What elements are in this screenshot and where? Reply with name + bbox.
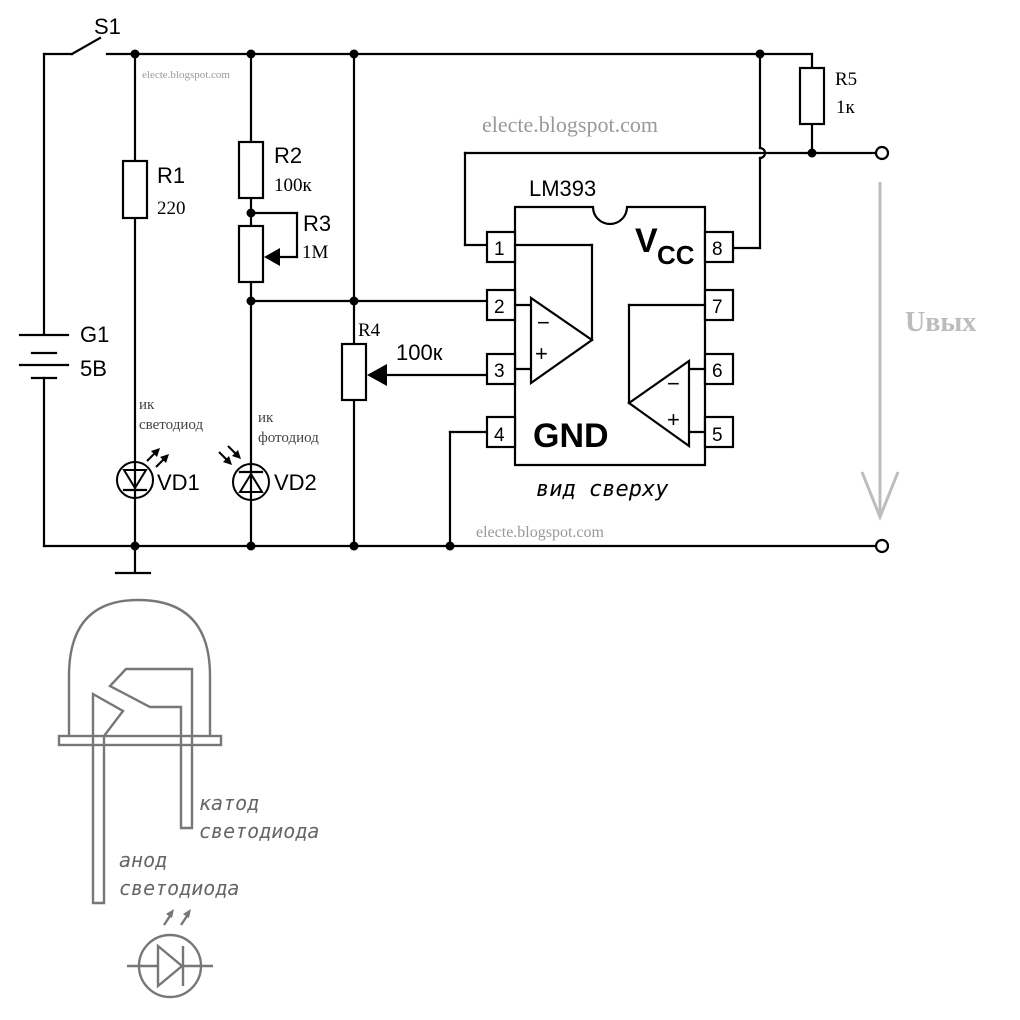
watermark-bottom: electe.blogspot.com (476, 524, 605, 541)
r5-value: 1к (836, 97, 856, 118)
r3-name: R3 (303, 211, 331, 236)
r2-value: 100к (274, 175, 313, 196)
vcc-label-sub: CC (657, 240, 695, 270)
vd2-incoming-arrows-icon (218, 445, 241, 465)
battery-name: G1 (80, 322, 109, 347)
r1-name: R1 (157, 163, 185, 188)
switch-label: S1 (94, 14, 121, 39)
pin-1-label: 1 (494, 239, 505, 260)
chip-view-caption: вид сверху (536, 477, 669, 502)
output-voltage-label: Uвых (905, 307, 976, 338)
junction-dots (130, 49, 817, 551)
comparator-b (627, 358, 691, 449)
switch-s1: S1 (70, 14, 121, 56)
watermark-center: electe.blogspot.com (482, 112, 658, 137)
resistor-r2: R2 100к (237, 140, 313, 200)
diode-vd1: VD1 ик светодиод (116, 397, 203, 500)
wires (42, 52, 878, 575)
cathode-label-line1: катод (199, 791, 259, 815)
pin-3-label: 3 (494, 361, 505, 382)
pin-4-label: 4 (494, 425, 505, 446)
vd1-desc-line1: ик (139, 397, 155, 413)
output-terminals (874, 145, 890, 554)
comparator-b-minus: − (667, 371, 680, 396)
trimmer-r3: R3 1М (237, 211, 331, 284)
battery-value: 5В (80, 356, 107, 381)
comparator-b-plus: + (667, 407, 680, 432)
vd1-name: VD1 (157, 470, 200, 495)
pin-8-label: 8 (712, 239, 723, 260)
output-voltage-indicator: Uвых (860, 182, 976, 522)
r3-value: 1М (302, 242, 329, 263)
potentiometer-r4: R4 100к (340, 320, 443, 402)
resistor-r5: R5 1к (798, 66, 857, 126)
pin-2-label: 2 (494, 297, 505, 318)
cathode-label-line2: светодиода (199, 819, 319, 843)
vd1-desc-line2: светодиод (139, 417, 203, 433)
r1-value: 220 (157, 198, 186, 219)
led-detail-illustration: катод светодиода анод светодиода (57, 598, 319, 999)
anode-label-line1: анод (119, 848, 167, 872)
r4-name: R4 (358, 320, 381, 341)
vd2-desc-line2: фотодиод (258, 430, 319, 446)
chip-lm393: 1 2 3 4 5 6 7 8 − + − + LM393 V CC GND в… (485, 176, 735, 502)
watermark-top-left: electe.blogspot.com (142, 69, 230, 81)
r2-name: R2 (274, 143, 302, 168)
pin-7-label: 7 (712, 297, 723, 318)
gnd-label: GND (533, 417, 609, 455)
vd2-name: VD2 (274, 470, 317, 495)
vcc-label-main: V (635, 222, 658, 260)
battery-g1: G1 5В (18, 322, 109, 381)
pin-6-label: 6 (712, 361, 723, 382)
pin-5-label: 5 (712, 425, 723, 446)
r4-value: 100к (396, 340, 443, 365)
vd1-emission-arrows-icon (146, 448, 169, 468)
comparator-a-plus: + (535, 341, 548, 366)
vd2-desc-line1: ик (258, 410, 274, 426)
chip-name: LM393 (529, 176, 596, 201)
comparator-a (529, 295, 594, 386)
anode-label-line2: светодиода (119, 876, 239, 900)
r4-wiper-arrow-icon (367, 364, 387, 386)
r5-name: R5 (835, 69, 857, 90)
resistor-r1: R1 220 (121, 159, 186, 220)
led-emission-arrows-icon (163, 909, 191, 926)
diode-vd2: VD2 ик фотодиод (218, 410, 319, 502)
comparator-a-minus: − (537, 310, 550, 335)
r3-wiper-arrow-icon (264, 248, 280, 266)
